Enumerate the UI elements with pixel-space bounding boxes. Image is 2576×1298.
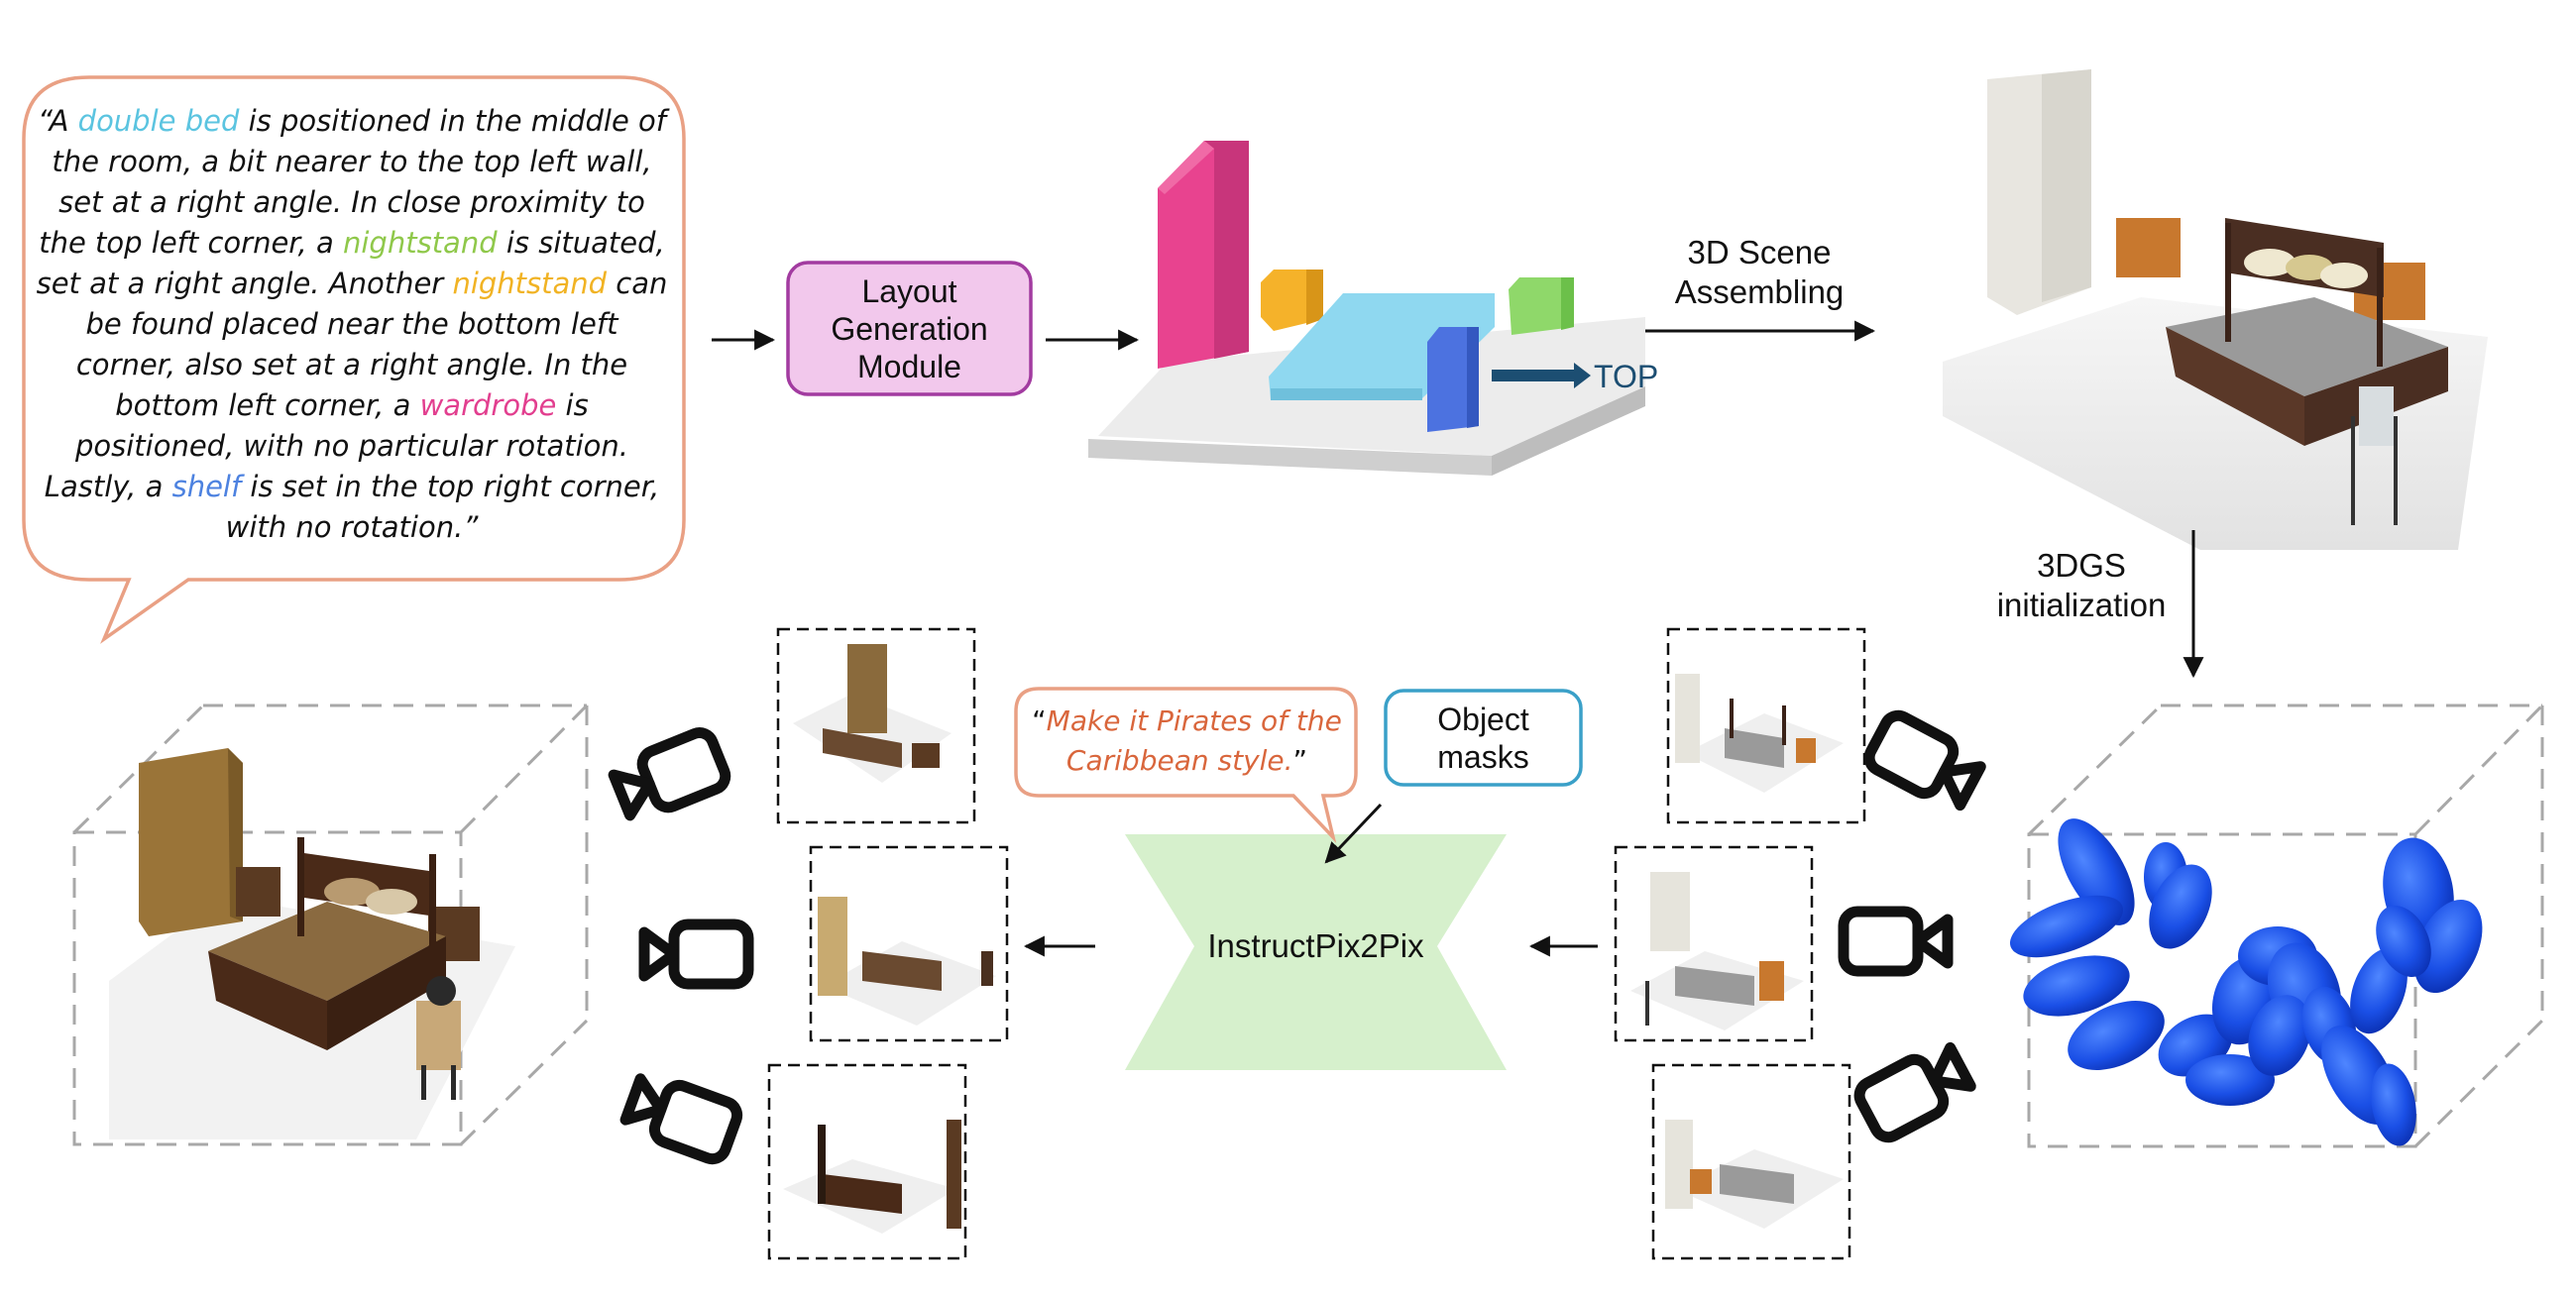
edited-views — [767, 627, 1009, 1260]
instruction-open-quote: “ — [1032, 704, 1047, 737]
camera-icon — [1853, 1041, 1976, 1143]
layout-floor-front — [1088, 439, 1492, 476]
instructpix2pix-label: InstructPix2Pix — [1207, 927, 1424, 964]
camera-icon — [638, 919, 754, 990]
arrow-masks-to-editor — [1324, 803, 1383, 864]
prompt-text-segment: is positioned, with no particular rotati… — [44, 388, 629, 503]
prompt-text-segment: “A — [38, 104, 78, 138]
scene-prompt: “A double bed is positioned in the middl… — [35, 101, 669, 548]
layout-floor-side — [1492, 386, 1645, 476]
edited-scene-render — [109, 748, 515, 1139]
prompt-speech-bubble — [22, 75, 686, 644]
prompt-shelf: shelf — [171, 470, 242, 503]
layout-generation-module-label: Layout Generation Module — [831, 273, 988, 384]
prompt-text-segment: is set in the top right corner, with no … — [225, 470, 660, 544]
camera-icon — [1838, 906, 1954, 977]
instruction-close-quote: ” — [1292, 744, 1308, 777]
layout-3d-boxes — [1088, 141, 1645, 476]
top-direction-arrowhead — [1574, 363, 1591, 388]
layout-generation-module-box — [786, 261, 1033, 396]
3dgs-initialization-label: 3DGS initialization — [1982, 546, 2181, 625]
layout-nightstand-1-box — [1509, 277, 1574, 335]
top-direction-bar — [1492, 370, 1576, 381]
edit-instruction: “Make it Pirates of the Caribbean style.… — [1021, 702, 1353, 781]
camera-icon — [1863, 709, 1986, 811]
instructpix2pix-block — [1125, 834, 1507, 1070]
assembled-scene-render — [1943, 69, 2488, 550]
prompt-nightstand-1: nightstand — [342, 226, 498, 260]
prompt-text-segment: is positioned in the middle of the room,… — [39, 104, 666, 260]
object-masks-label: Object masks — [1437, 702, 1529, 775]
scene-assembling-line2: Assembling — [1674, 273, 1845, 310]
scene-assembling-line1: 3D Scene — [1687, 234, 1832, 270]
camera-icon — [608, 727, 731, 821]
instruction-text: Make it Pirates of the Caribbean style. — [1046, 704, 1342, 777]
3dgs-line2: initialization — [1996, 587, 2167, 623]
gaussian-ellipsoids — [2009, 818, 2483, 1146]
3dgs-line1: 3DGS — [2037, 547, 2126, 584]
scene-assembling-label: 3D Scene Assembling — [1645, 233, 1873, 312]
edited-view-3 — [767, 1063, 967, 1260]
prompt-nightstand-2: nightstand — [452, 267, 608, 300]
original-views — [1614, 627, 1866, 1260]
object-masks-box — [1384, 689, 1583, 787]
camera-icon — [619, 1073, 743, 1165]
prompt-text-segment: is situated, set at a right angle. Anoth… — [36, 226, 665, 300]
instruction-speech-bubble — [1014, 687, 1358, 843]
prompt-double-bed: double bed — [77, 104, 240, 138]
layout-shelf-box — [1427, 327, 1479, 432]
prompt-text-segment: can be found placed near the bottom left… — [75, 267, 668, 422]
top-label: TOP — [1594, 359, 1659, 394]
prompt-wardrobe: wardrobe — [419, 388, 557, 422]
